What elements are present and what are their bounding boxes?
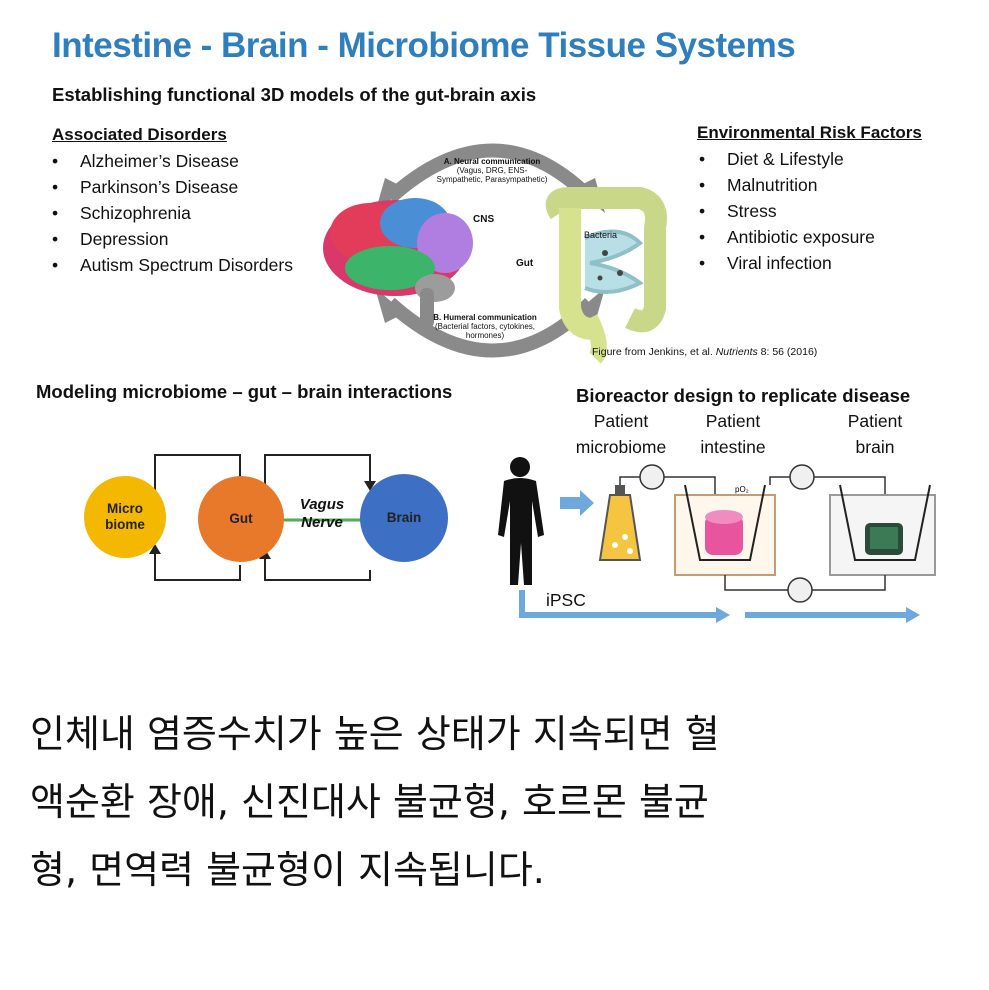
list-item: Parkinson’s Disease (50, 174, 293, 200)
risk-factors-heading: Environmental Risk Factors (697, 123, 922, 142)
brain-icon (323, 198, 473, 328)
intestine-icon (545, 187, 667, 364)
list-item: Depression (50, 226, 293, 252)
brain-node: Brain (360, 474, 448, 562)
o2-label: pO₂ (735, 485, 749, 494)
bioreactor-heading: Bioreactor design to replicate disease (576, 385, 911, 406)
list-item: Autism Spectrum Disorders (50, 252, 293, 278)
list-item: Schizophrenia (50, 200, 293, 226)
list-item: Diet & Lifestyle (697, 146, 875, 172)
caption-line-2: 액순환 장애, 신진대사 불균형, 호르몬 불균 (30, 780, 709, 824)
gut-brain-axis-figure (323, 143, 667, 364)
caption-line-1: 인체내 염증수치가 높은 상태가 지속되면 혈 (30, 712, 720, 756)
disorders-heading: Associated Disorders (52, 125, 227, 144)
caption-line-3: 형, 면역력 불균형이 지속됩니다. (30, 848, 545, 892)
disorders-list: Alzheimer’s Disease Parkinson’s Disease … (50, 148, 293, 278)
neural-title: A. Neural communication (443, 157, 541, 166)
neural-arrow (385, 143, 595, 204)
neural-detail-2: Sympathetic, Parasympathetic) (436, 175, 548, 184)
pump-icon (787, 577, 813, 603)
page-subtitle: Establishing functional 3D models of the… (52, 84, 537, 105)
bacteria-label: Bacteria (584, 230, 618, 240)
arrow-up-icon (149, 544, 161, 554)
figure-citation: Figure from Jenkins, et al. Nutrients 8:… (592, 346, 818, 358)
connector-line (264, 454, 371, 505)
humoral-detail-1: (Bacterial factors, cytokines, (434, 322, 536, 331)
caption-text: 인체내 염증수치가 높은 상태가 지속되면 혈 액순환 장애, 신진대사 불균형… (30, 700, 965, 904)
arrow-down-icon (364, 481, 376, 491)
cns-label: CNS (473, 214, 495, 225)
arrow-right-icon (716, 607, 730, 623)
bioreactor-diagram: pO₂ (498, 457, 936, 623)
list-item: Alzheimer’s Disease (50, 148, 293, 174)
list-item: Viral infection (697, 250, 875, 276)
human-silhouette-icon (498, 457, 544, 585)
risk-factors-list: Diet & Lifestyle Malnutrition Stress Ant… (697, 146, 875, 276)
page-title: Intestine - Brain - Microbiome Tissue Sy… (52, 26, 796, 65)
flow-arrow-icon (560, 490, 594, 516)
humoral-detail-2: hormones) (465, 331, 505, 340)
humoral-title: B. Humeral communication (433, 313, 537, 322)
connector-line (154, 454, 241, 505)
arrow-right-icon (906, 607, 920, 623)
humoral-communication-label: B. Humeral communication (Bacterial fact… (410, 313, 560, 340)
list-item: Stress (697, 198, 875, 224)
gut-label: Gut (516, 258, 534, 269)
list-item: Malnutrition (697, 172, 875, 198)
neural-detail-1: (Vagus, DRG, ENS- (456, 166, 528, 175)
neural-communication-label: A. Neural communication (Vagus, DRG, ENS… (417, 157, 567, 184)
connector-line (154, 550, 241, 581)
pump-icon (639, 464, 665, 490)
ipsc-arrow (519, 590, 720, 618)
intestine-chamber-icon (674, 484, 776, 576)
ipsc-label: iPSC (546, 590, 586, 610)
modeling-heading: Modeling microbiome – gut – brain intera… (36, 381, 453, 402)
brain-chamber-icon (829, 484, 936, 576)
microbiome-bottle-icon (598, 485, 642, 561)
humoral-arrow-tail-icon (375, 288, 405, 323)
gut-node: Gut (198, 476, 284, 562)
pump-icon (789, 464, 815, 490)
list-item: Antibiotic exposure (697, 224, 875, 250)
connector-line (264, 555, 371, 581)
